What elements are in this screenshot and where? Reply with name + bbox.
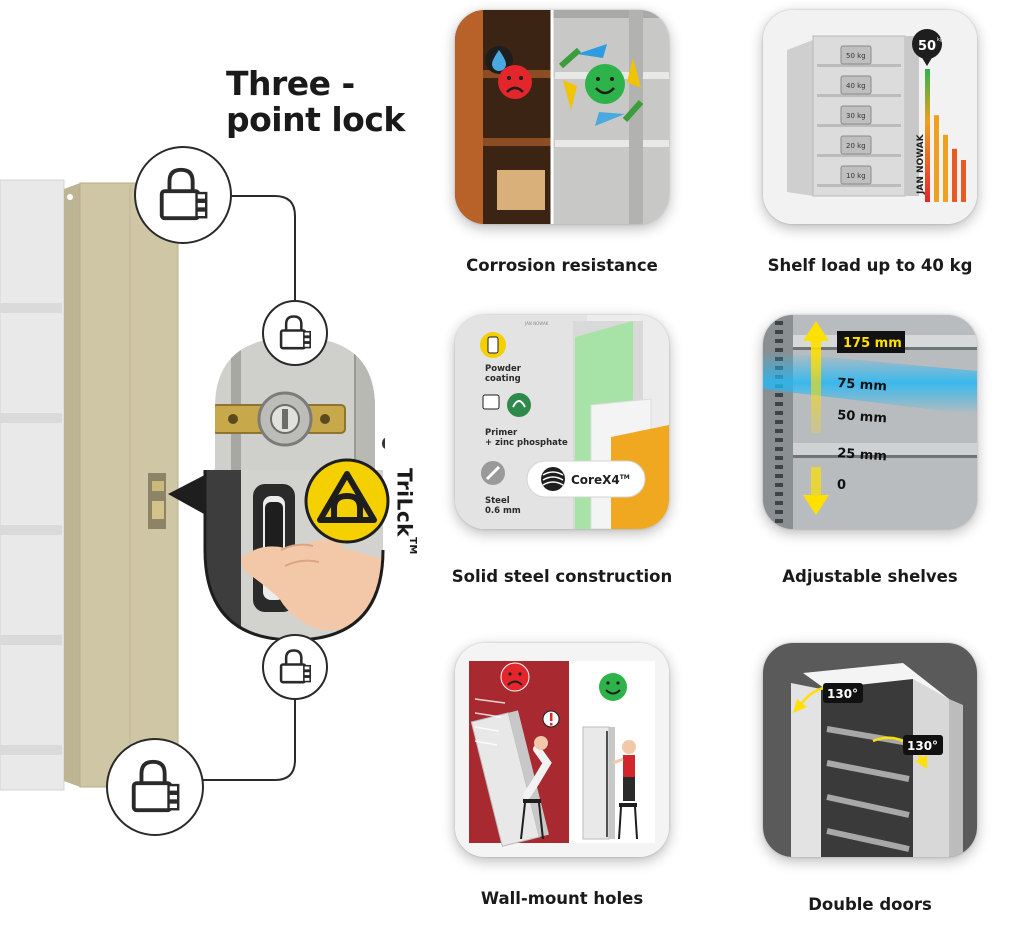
corex4-name: CoreX4 (571, 473, 620, 487)
load-bar (943, 134, 948, 202)
height-label: 175 mm (843, 336, 902, 351)
recycle-arrows-icon (559, 44, 644, 126)
layer-label: 0.6 mm (485, 506, 521, 516)
feature-tile-wall-mount (455, 643, 669, 857)
load-badge-value: 50 (918, 39, 936, 54)
cabinet-illustration (0, 179, 179, 791)
height-label: 0 (837, 478, 846, 493)
lock-rod-bottom (262, 634, 328, 700)
rail-hole (775, 402, 783, 406)
rail-hole (775, 510, 783, 514)
rail-hole (775, 492, 783, 496)
padlock-icon (279, 649, 311, 684)
rail-hole (775, 393, 783, 397)
rail-hole (775, 465, 783, 469)
corex4-trademark: TM (620, 474, 630, 481)
load-badge: 50 kg (912, 29, 943, 66)
layer-label: Steel (485, 496, 510, 506)
height-label: 50 mm (837, 408, 888, 426)
shelf-weight-label: 40 kg (846, 82, 866, 90)
layer-label: Powder (485, 364, 522, 374)
height-label: 75 mm (837, 376, 888, 394)
sad-face-icon (498, 65, 532, 99)
rail-hole (775, 330, 783, 334)
rail-hole (775, 501, 783, 505)
lock-title-line2: point lock (226, 100, 405, 139)
layer-label: coating (485, 374, 521, 384)
water-drop-icon (485, 46, 513, 74)
primer-icon (482, 393, 531, 417)
load-bar (952, 148, 957, 202)
rail-hole (775, 447, 783, 451)
rail-hole (775, 339, 783, 343)
cam-lock-zoom: 6 (215, 337, 385, 482)
trilock-logo (304, 458, 390, 544)
sad-face-icon (500, 662, 530, 692)
feature-caption: Adjustable shelves (782, 567, 958, 586)
padlock-icon (159, 167, 208, 221)
padlock-icon (279, 315, 311, 350)
feature-tile-double-doors: 130° 130° (763, 643, 977, 857)
feature-caption: Corrosion resistance (466, 256, 658, 275)
feature-caption: Double doors (808, 895, 932, 914)
rail-hole (775, 438, 783, 442)
lock-title-line1: Three - (226, 64, 355, 103)
steel-icon (481, 461, 505, 485)
feature-caption: Shelf load up to 40 kg (767, 256, 973, 275)
powder-coating-icon (480, 332, 506, 358)
shelf-weight-label: 50 kg (846, 52, 866, 60)
sheet-brand-text: JAN NOWAK (524, 321, 549, 326)
load-gauge (925, 69, 966, 202)
shelf-weight-label: 30 kg (846, 112, 866, 120)
load-bar (961, 160, 966, 202)
feature-tile-steel: JAN NOWAK Powder coating Primer + zinc p… (455, 315, 669, 529)
trilock-trademark: TM (407, 537, 418, 555)
rail-hole (775, 321, 783, 325)
lock-top (134, 146, 232, 244)
door-angle-right: 130° (907, 739, 938, 753)
layer-label: + zinc phosphate (485, 438, 568, 448)
lock-rod-top (262, 300, 328, 366)
lock-bottom (106, 738, 204, 836)
rail-hole (775, 483, 783, 487)
rail-hole (775, 420, 783, 424)
height-label: 25 mm (837, 446, 888, 464)
shelf-weight-label: 10 kg (846, 172, 866, 180)
load-bar (925, 69, 930, 202)
trilock-brand: TriLck (392, 468, 417, 538)
rail-hole (775, 519, 783, 523)
rail-hole (775, 411, 783, 415)
warning-icon (542, 710, 560, 728)
trilock-label: TriLckTM (388, 468, 418, 588)
load-bar (934, 115, 939, 202)
padlock-icon (131, 759, 180, 813)
rail-hole (775, 474, 783, 478)
feature-tile-adjustable: 175 mm 75 mm 50 mm 25 mm 0 (763, 315, 977, 529)
brand-vertical: JAN NOWAK (916, 133, 926, 195)
corex4-badge: CoreX4TM (526, 460, 646, 498)
dial-digit: 6 (381, 434, 385, 453)
door-angle-left: 130° (827, 687, 858, 701)
rail-hole (775, 348, 783, 352)
feature-caption: Solid steel construction (451, 567, 673, 586)
happy-face-icon (585, 64, 625, 104)
feature-tile-shelf-load: 50 kg 40 kg 30 kg 20 kg 10 kg 50 kg J (763, 10, 977, 224)
rail-hole (775, 456, 783, 460)
feature-tile-corrosion (455, 10, 669, 224)
happy-face-icon (599, 673, 627, 701)
shelf-weight-label: 20 kg (846, 142, 866, 150)
layer-label: Primer (485, 428, 518, 438)
svg-text:CoreX4TM: CoreX4TM (571, 473, 630, 487)
feature-caption: Wall-mount holes (480, 889, 644, 908)
load-badge-unit: kg (937, 37, 943, 43)
shelf-rail-holes (775, 321, 783, 523)
lock-title: Three - point lock (226, 66, 405, 138)
rail-hole (775, 429, 783, 433)
